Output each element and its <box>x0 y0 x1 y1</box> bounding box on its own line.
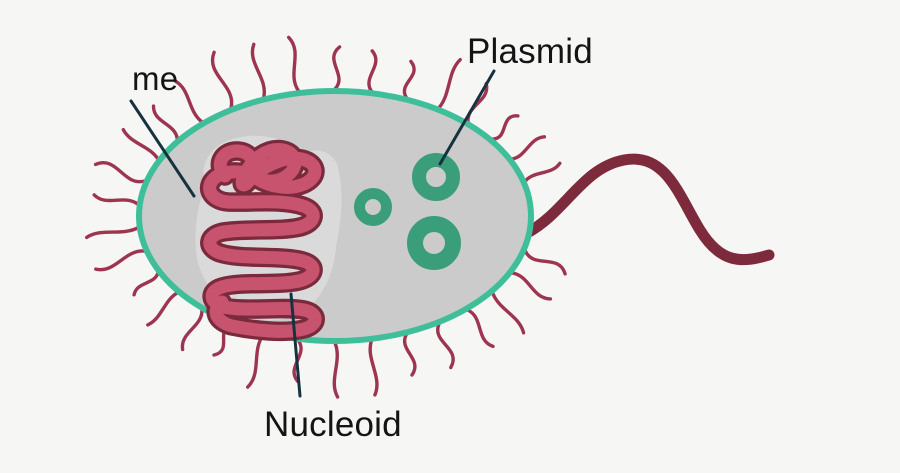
pilus <box>510 271 553 301</box>
pilus <box>367 49 378 93</box>
label-membrane: me <box>132 60 178 97</box>
nucleoid-dna-strand <box>199 139 325 342</box>
pilus <box>332 341 340 399</box>
plasmid-group <box>354 153 461 270</box>
pilus <box>437 58 462 110</box>
pilus <box>146 291 179 327</box>
pilus <box>250 42 267 100</box>
pilus <box>436 322 455 370</box>
label-plasmid: Plasmid <box>467 32 593 71</box>
plasmid-upper <box>412 153 460 201</box>
leader-line-nucleoid <box>289 292 302 398</box>
pilus <box>368 339 379 397</box>
leader-line-plasmid <box>438 69 496 166</box>
pilus <box>85 226 140 240</box>
pilus <box>210 50 234 110</box>
pilus <box>523 249 567 276</box>
pilus <box>132 271 160 297</box>
pilus <box>510 135 547 161</box>
pilus <box>523 161 562 183</box>
leader-line-membrane <box>129 99 196 198</box>
pilus <box>402 59 416 100</box>
pilus <box>491 114 520 141</box>
label-nucleoid: Nucleoid <box>264 405 402 444</box>
pilus <box>151 104 179 141</box>
pilus <box>94 249 147 272</box>
pilus <box>121 127 160 161</box>
pilus <box>287 35 301 93</box>
pilus <box>402 332 417 377</box>
plasmid-small <box>354 188 392 226</box>
plasmid-lower <box>407 216 461 270</box>
pilus <box>173 79 204 124</box>
pilus <box>93 161 147 184</box>
leader-lines <box>129 69 496 398</box>
pilus <box>332 45 342 91</box>
pilus <box>180 308 204 352</box>
flagellum <box>521 153 775 266</box>
pili-fimbriae-group <box>85 35 567 399</box>
pilus <box>466 308 495 349</box>
pilus <box>491 291 526 335</box>
pilus <box>92 193 140 206</box>
